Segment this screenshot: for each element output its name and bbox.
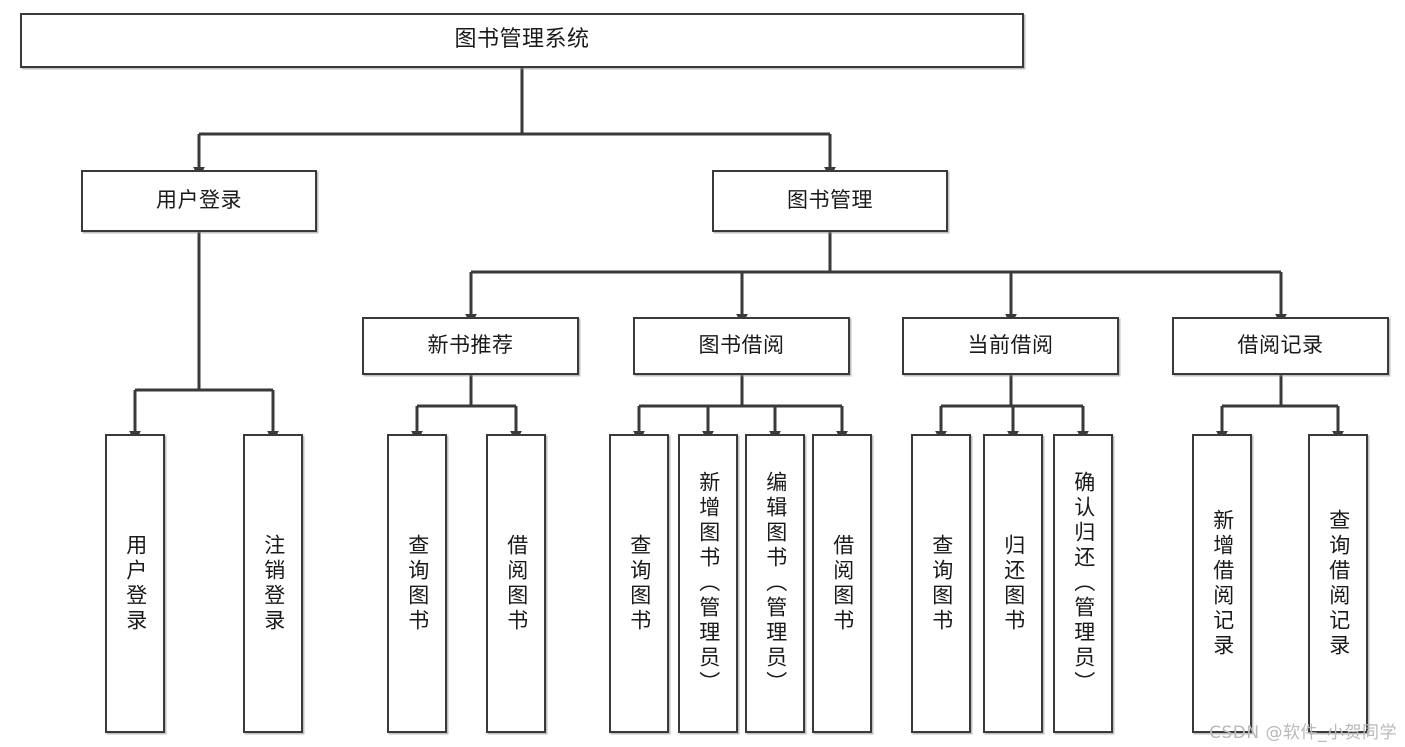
node-label: 查询借阅记录 xyxy=(1326,508,1351,659)
node-leaf-logout[interactable]: 注销登录 xyxy=(243,434,303,733)
node-leaf-query-book-rec[interactable]: 查询图书 xyxy=(387,434,447,733)
node-label: 注销登录 xyxy=(261,533,286,634)
node-root[interactable]: 图书管理系统 xyxy=(20,13,1024,68)
node-leaf-confirm-return-admin[interactable]: 确认归还（管理员） xyxy=(1053,434,1113,733)
node-label: 新增借阅记录 xyxy=(1210,508,1235,659)
node-leaf-add-borrow-record[interactable]: 新增借阅记录 xyxy=(1192,434,1252,733)
node-label: 新书推荐 xyxy=(427,333,514,358)
node-leaf-borrow-book[interactable]: 借阅图书 xyxy=(812,434,872,733)
node-label: 查询图书 xyxy=(929,533,954,634)
node-leaf-query-borrow-record[interactable]: 查询借阅记录 xyxy=(1308,434,1368,733)
node-label: 编辑图书（管理员） xyxy=(763,471,788,696)
node-label: 借阅记录 xyxy=(1237,333,1324,358)
node-leaf-user-login[interactable]: 用户登录 xyxy=(105,434,165,733)
node-label: 查询图书 xyxy=(405,533,430,634)
node-book-manage[interactable]: 图书管理 xyxy=(712,170,948,232)
node-leaf-add-book-admin[interactable]: 新增图书（管理员） xyxy=(678,434,738,733)
node-label: 查询图书 xyxy=(627,533,652,634)
node-label: 图书管理 xyxy=(787,188,873,213)
node-label: 用户登录 xyxy=(156,188,242,213)
node-label: 新增图书（管理员） xyxy=(696,471,721,696)
node-borrow-record[interactable]: 借阅记录 xyxy=(1172,317,1389,375)
watermark-text: CSDN @软件_小贺同学 xyxy=(1209,723,1397,743)
node-label: 借阅图书 xyxy=(830,533,855,634)
node-leaf-query-book-borrow[interactable]: 查询图书 xyxy=(609,434,669,733)
node-leaf-query-book-current[interactable]: 查询图书 xyxy=(911,434,971,733)
node-label: 用户登录 xyxy=(123,533,148,634)
node-user-login[interactable]: 用户登录 xyxy=(81,170,317,232)
node-label: 归还图书 xyxy=(1001,533,1026,634)
node-book-borrow[interactable]: 图书借阅 xyxy=(633,317,850,375)
node-label: 确认归还（管理员） xyxy=(1071,471,1096,696)
node-leaf-edit-book-admin[interactable]: 编辑图书（管理员） xyxy=(745,434,805,733)
node-leaf-borrow-book-rec[interactable]: 借阅图书 xyxy=(486,434,546,733)
node-label: 图书管理系统 xyxy=(454,27,590,53)
node-label: 当前借阅 xyxy=(967,333,1054,358)
node-label: 借阅图书 xyxy=(504,533,529,634)
node-new-book-recommendation[interactable]: 新书推荐 xyxy=(362,317,579,375)
node-leaf-return-book[interactable]: 归还图书 xyxy=(983,434,1043,733)
node-label: 图书借阅 xyxy=(698,333,785,358)
node-current-borrow[interactable]: 当前借阅 xyxy=(902,317,1119,375)
